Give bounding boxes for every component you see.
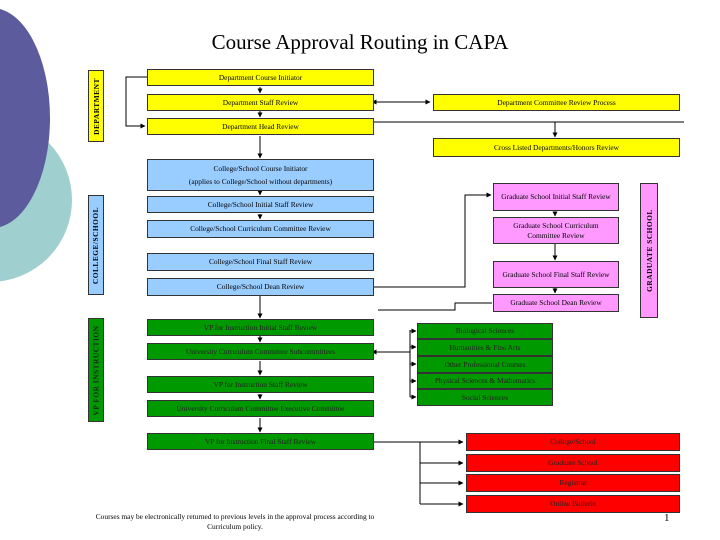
college-initiator-line2: (applies to College/School without depar…: [188, 176, 333, 186]
page-number: 1: [664, 512, 670, 524]
college-initiator-line1: College/School Course Initiator: [213, 164, 308, 174]
cross-listed-review-box: Cross Listed Departments/Honors Review: [433, 138, 680, 157]
graduate-final-staff-review-box: Graduate School Final Staff Review: [493, 261, 619, 288]
subcommittee-box: Biological Sciences: [417, 323, 553, 339]
college-initial-staff-review-box: College/School Initial Staff Review: [147, 196, 374, 213]
recipient-box: College/School: [466, 433, 680, 451]
decorative-circles: [0, 9, 72, 282]
graduate-curriculum-committee-box: Graduate School Curriculum Committee Rev…: [493, 217, 619, 244]
department-staff-review-box: Department Staff Review: [147, 94, 374, 111]
graduate-dean-review-box: Graduate School Dean Review: [493, 294, 619, 312]
subcommittee-box: Humanities & Fine Arts: [417, 339, 553, 356]
page-title: Course Approval Routing in CAPA: [211, 30, 509, 54]
college-curriculum-committee-box: College/School Curriculum Committee Revi…: [147, 220, 374, 238]
recipient-box: Graduate School: [466, 454, 680, 472]
footnote: Courses may be electronically returned t…: [95, 512, 375, 531]
subcommittee-box: Other Professional Courses: [417, 356, 553, 373]
purple-circle: [0, 9, 50, 227]
graduate-initial-staff-review-box: Graduate School Initial Staff Review: [493, 183, 619, 211]
college-final-staff-review-box: College/School Final Staff Review: [147, 253, 374, 271]
ucc-executive-committee-box: University Curriculum Committee Executiv…: [147, 400, 374, 417]
subcommittee-box: Social Sciences: [417, 389, 553, 406]
subcommittee-box: Physical Sciences & Mathematics: [417, 373, 553, 389]
department-head-review-box: Department Head Review: [147, 118, 374, 135]
vp-staff-review-box: VP for Instruction Staff Review: [147, 376, 374, 393]
recipient-box: Registrar: [466, 474, 680, 492]
section-label-college-school: COLLEGE/SCHOOL: [88, 195, 104, 295]
college-course-initiator-box: College/School Course Initiator (applies…: [147, 159, 374, 191]
college-dean-review-box: College/School Dean Review: [147, 278, 374, 296]
department-course-initiator-box: Department Course Initiator: [147, 69, 374, 86]
section-label-graduate-school: GRADUATE SCHOOL: [640, 183, 658, 318]
section-label-vp-instruction: VP FOR INSTRUCTION: [88, 318, 104, 422]
department-committee-review-box: Department Committee Review Process: [433, 94, 680, 111]
recipient-box: Online Bulletin: [466, 495, 680, 513]
vp-initial-staff-review-box: VP for Instruction Initial Staff Review: [147, 319, 374, 336]
ucc-subcommittees-box: University Curriculum Committee Subcommi…: [147, 343, 374, 360]
vp-final-staff-review-box: VP for Instruction Final Staff Review: [147, 433, 374, 450]
section-label-department: DEPARTMENT: [88, 70, 104, 142]
